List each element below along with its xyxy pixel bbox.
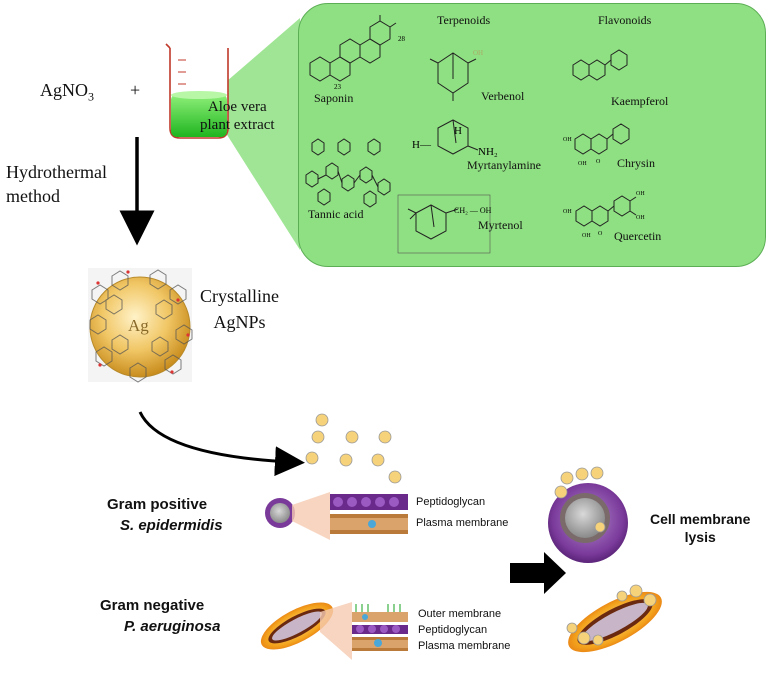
saponin-label: Saponin — [314, 91, 354, 105]
lysis-label: Cell membrane lysis — [650, 510, 750, 546]
saponin-28: 28 — [398, 35, 406, 43]
quercetin-label: Quercetin — [614, 229, 662, 243]
plasma-membrane-label: Plasma membrane — [416, 517, 509, 529]
outer-membrane-label: Outer membrane — [418, 608, 502, 620]
chrysin-oh2: OH — [578, 161, 587, 167]
quercetin-o: O — [598, 231, 603, 237]
saponin-structure — [309, 15, 397, 82]
gram-negative-cell — [260, 602, 408, 660]
myrtanylamine-nh2: NH₂ — [478, 146, 498, 158]
lysed-gram-negative — [566, 584, 662, 653]
saponin-23: 23 — [334, 83, 342, 91]
product-line1: Crystalline — [200, 286, 279, 306]
extract-label: Aloe vera plant extract — [200, 98, 275, 134]
phytochemical-panel — [298, 3, 766, 267]
extract-line1: Aloe vera — [207, 99, 267, 115]
myrtanylamine-h2: H— — [412, 139, 432, 151]
quercetin-oh2: OH — [582, 233, 591, 239]
tannic-acid-label: Tannic acid — [308, 207, 364, 221]
plasma-membrane-neg-label: Plasma membrane — [418, 640, 511, 652]
extract-line2: plant extract — [200, 117, 275, 133]
quercetin-oh1: OH — [563, 209, 572, 215]
lysis-line2: lysis — [684, 529, 716, 545]
myrtanylamine-label: Myrtanylamine — [467, 158, 541, 172]
agno3-subscript: 3 — [88, 89, 94, 104]
myrtenol-group: CH₂ — OH — [454, 206, 492, 215]
lysis-line1: Cell membrane — [650, 511, 751, 527]
verbenol-structure — [429, 52, 477, 101]
method-line2: method — [6, 186, 60, 206]
chrysin-oh1: OH — [563, 137, 572, 143]
peptidoglycan-label: Peptidoglycan — [416, 496, 486, 508]
plus-sign: + — [130, 80, 141, 100]
flavonoids-heading: Flavonoids — [598, 13, 652, 27]
agnp-particle — [88, 268, 193, 383]
myrtanylamine-h: H — [454, 125, 462, 137]
chrysin-structure — [574, 123, 630, 155]
gram-negative-species: P. aeruginosa — [124, 618, 221, 635]
ag-symbol: Ag — [128, 316, 149, 335]
agno3-label: AgNO3 — [40, 80, 94, 105]
chrysin-o: O — [596, 159, 601, 165]
curved-arrow — [138, 411, 305, 477]
product-line2: AgNPs — [213, 312, 266, 332]
peptidoglycan-neg-label: Peptidoglycan — [418, 624, 488, 636]
gram-positive-title: Gram positive — [107, 496, 208, 513]
compound-structures: 28 23 OH H H— NH₂ CH₂ — OH OH OH O OH OH… — [305, 15, 645, 254]
kaempferol-structure — [572, 49, 628, 81]
chrysin-label: Chrysin — [617, 156, 656, 170]
method-label: Hydrothermal method — [6, 160, 107, 208]
product-label: Crystalline AgNPs — [200, 283, 279, 335]
quercetin-structure — [575, 195, 637, 227]
verbenol-label: Verbenol — [481, 89, 525, 103]
quercetin-oh3: OH — [636, 191, 645, 197]
myrtanylamine-structure — [437, 119, 479, 155]
tannic-acid-structure — [305, 138, 391, 208]
gram-negative-title: Gram negative — [100, 597, 205, 614]
terpenoids-heading: Terpenoids — [437, 13, 491, 27]
lysed-gram-positive — [548, 466, 628, 563]
method-line1: Hydrothermal — [6, 162, 107, 182]
gram-positive-species: S. epidermidis — [120, 517, 223, 534]
quercetin-oh4: OH — [636, 215, 645, 221]
myrtenol-structure — [397, 194, 491, 254]
myrtenol-label: Myrtenol — [478, 218, 523, 232]
extract-beam — [205, 18, 300, 250]
result-arrow — [510, 552, 566, 594]
gram-positive-cell — [265, 492, 408, 540]
nanoparticle-cluster — [305, 413, 402, 484]
kaempferol-label: Kaempferol — [611, 94, 669, 108]
agno3-base: AgNO — [40, 80, 88, 100]
verbenol-oh: OH — [473, 49, 483, 57]
beaker-icon — [165, 43, 229, 139]
